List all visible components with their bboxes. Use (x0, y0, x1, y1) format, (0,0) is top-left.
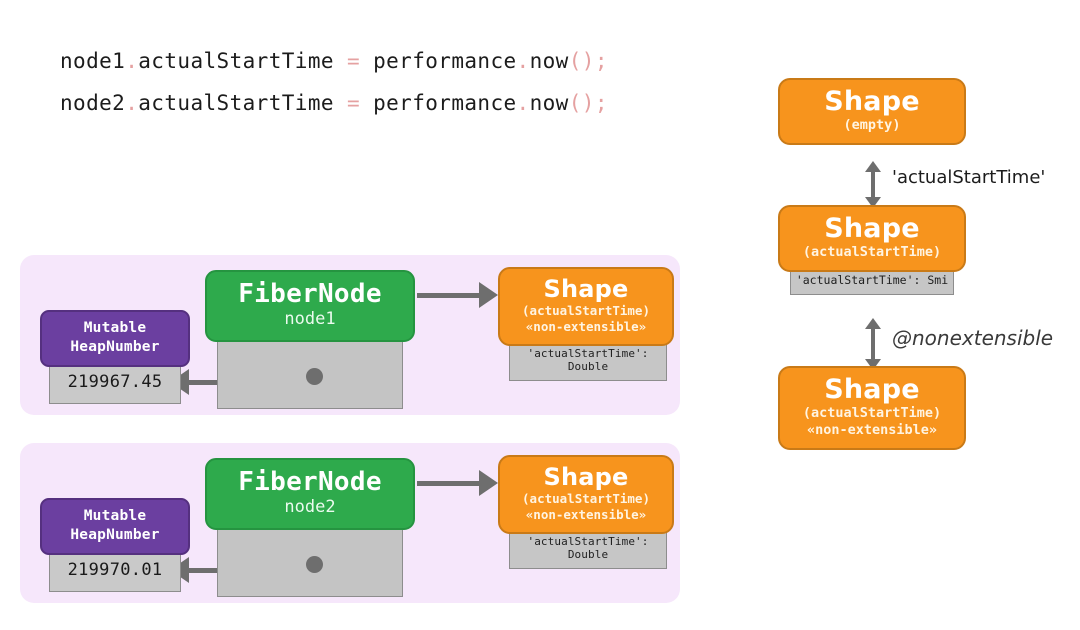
shape-subtitle-1: (empty) (843, 117, 901, 133)
fibernode-pointer-dot (306, 556, 323, 573)
shape-pointer-arrowhead (479, 470, 498, 496)
shape-subtitle-2: «non-extensible» (525, 507, 647, 522)
shape-title: Shape (543, 463, 629, 491)
fibernode-title: FiberNode (238, 279, 382, 309)
fibernode-body (217, 523, 403, 597)
mutable-heapnumber-header: Mutable HeapNumber (40, 498, 190, 555)
code-block: node1.actualStartTime = performance.now(… (60, 40, 608, 124)
transition-label-actualstarttime: 'actualStartTime' (892, 167, 1046, 188)
shape-subtitle-1: (actualStartTime) (522, 491, 650, 506)
shape-header: Shape (empty) (778, 78, 966, 145)
shape-group: Shape (actualStartTime) «non-extensible»… (498, 455, 674, 575)
code-object: node2 (60, 91, 126, 115)
shape-subtitle-1: (actualStartTime) (802, 405, 942, 421)
shape-title: Shape (543, 275, 629, 303)
code-target: performance (373, 91, 517, 115)
shape-title: Shape (824, 213, 920, 244)
fibernode-pointer-dot (306, 368, 323, 385)
shape-header: Shape (actualStartTime) «non-extensible» (498, 267, 674, 346)
fibernode-header: FiberNode node2 (205, 458, 415, 530)
arrow-head-up-icon (865, 161, 881, 172)
code-property: actualStartTime (138, 91, 334, 115)
code-object: node1 (60, 49, 126, 73)
heapnumber-title-line1: Mutable (83, 320, 147, 336)
code-dot-2: . (516, 91, 530, 115)
node2-panel: Mutable HeapNumber 219970.01 FiberNode n… (20, 443, 680, 603)
shape-title: Shape (824, 374, 920, 405)
shape-header: Shape (actualStartTime) «non-extensible» (498, 455, 674, 534)
code-target: performance (373, 49, 517, 73)
chain-shape-actualstarttime: Shape (actualStartTime) 'actualStartTime… (778, 205, 966, 301)
heapnumber-title-line2: HeapNumber (70, 339, 160, 355)
shape-header: Shape (actualStartTime) «non-extensible» (778, 366, 966, 450)
fibernode-group: FiberNode node1 (205, 270, 415, 416)
mutable-heapnumber-header: Mutable HeapNumber (40, 310, 190, 367)
code-equals: = (346, 49, 361, 73)
shape-subtitle-1: (actualStartTime) (522, 303, 650, 318)
shape-title: Shape (824, 86, 920, 117)
arrow-head-down-icon (865, 359, 881, 370)
transition-arrow-actualstarttime (860, 161, 886, 208)
code-dot: . (125, 91, 139, 115)
transition-label-nonextensible: @nonextensible (892, 326, 1054, 350)
heapnumber-value: 219967.45 (49, 361, 181, 404)
transition-arrow-nonextensible (860, 318, 886, 370)
chain-shape-non-extensible: Shape (actualStartTime) «non-extensible» (778, 366, 966, 450)
shape-pointer-line (417, 481, 481, 486)
heapnumber-title-line1: Mutable (83, 508, 147, 524)
heapnumber-title-line2: HeapNumber (70, 527, 160, 543)
code-method: now (529, 91, 569, 115)
shape-subtitle-2: «non-extensible» (806, 422, 938, 438)
fibernode-body (217, 335, 403, 409)
shape-property-row: 'actualStartTime': Double (509, 340, 667, 381)
arrow-stem (871, 326, 875, 362)
heapnumber-value: 219970.01 (49, 549, 181, 592)
shape-pointer-line (417, 293, 481, 298)
mutable-heapnumber-group: Mutable HeapNumber 219970.01 (40, 498, 190, 598)
shape-header: Shape (actualStartTime) (778, 205, 966, 272)
arrow-head-up-icon (865, 318, 881, 329)
fibernode-header: FiberNode node1 (205, 270, 415, 342)
shape-subtitle-2: «non-extensible» (525, 319, 647, 334)
code-dot-2: . (516, 49, 530, 73)
code-method: now (529, 49, 569, 73)
fibernode-title: FiberNode (238, 467, 382, 497)
shape-subtitle-1: (actualStartTime) (802, 244, 942, 260)
code-parens: (); (568, 91, 608, 115)
shape-group: Shape (actualStartTime) «non-extensible»… (498, 267, 674, 387)
code-property: actualStartTime (138, 49, 334, 73)
arrow-stem (871, 169, 875, 200)
code-line-1: node1.actualStartTime = performance.now(… (60, 40, 608, 82)
chain-shape-empty: Shape (empty) (778, 78, 966, 145)
code-line-2: node2.actualStartTime = performance.now(… (60, 82, 608, 124)
fibernode-subtitle: node1 (284, 309, 336, 329)
fibernode-subtitle: node2 (284, 497, 336, 517)
code-dot: . (125, 49, 139, 73)
fibernode-group: FiberNode node2 (205, 458, 415, 604)
shape-property-row: 'actualStartTime': Double (509, 528, 667, 569)
node1-panel: Mutable HeapNumber 219967.45 FiberNode n… (20, 255, 680, 415)
shape-pointer-arrowhead (479, 282, 498, 308)
arrow-head-down-icon (865, 197, 881, 208)
mutable-heapnumber-group: Mutable HeapNumber 219967.45 (40, 310, 190, 410)
code-equals: = (346, 91, 361, 115)
code-parens: (); (568, 49, 608, 73)
